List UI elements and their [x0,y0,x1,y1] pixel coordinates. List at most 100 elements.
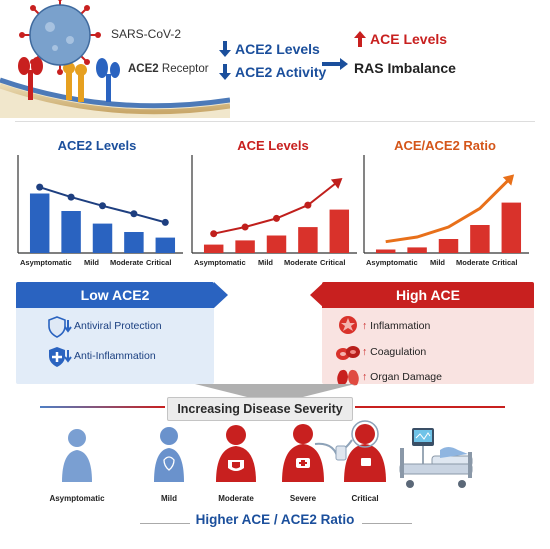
category-label: Mild [258,258,273,267]
coagulation-icon [336,346,360,360]
ras-imbalance-text: RAS Imbalance [354,60,456,76]
up-arrow-icon: ↑ [362,371,368,383]
receptor-name: ACE2 [128,63,159,75]
severity-gradient-bar [40,406,505,408]
patient-figures [62,420,473,488]
right-arrow-icon [322,58,348,70]
bar [29,193,50,253]
person-critical-icon [335,420,386,482]
down-arrow-icon [219,41,231,57]
cell-membrane-illustration [0,0,230,118]
bar [501,202,522,253]
high-header-arrow [310,282,324,308]
category-label: Moderate [284,258,318,267]
anti-inflammation-text: Anti-Inflammation [74,350,156,362]
up-arrow-icon: ↑ [362,346,368,358]
receptor-word: Receptor [161,63,209,75]
ace2-levels-text: ACE2 Levels [235,41,320,57]
up-arrow-icon [354,31,366,47]
severity-label-mild: Mild [161,494,177,503]
footer-line-right [362,523,412,524]
header-section: SARS-CoV-2 ACE2 Receptor ACE2 Levels ACE… [0,0,550,118]
bar [61,211,81,253]
up-arrow-icon: ↑ [362,320,368,332]
person-asymptomatic-icon [62,429,92,482]
trend-line [385,176,513,244]
severity-label-moderate: Moderate [218,494,254,503]
ace2-activity-text: ACE2 Activity [235,64,327,80]
trend-arrowhead [502,174,515,186]
category-label: Asymptomatic [20,258,72,267]
trend-point [161,218,169,226]
bar [155,237,176,253]
panel-title-ace: ACE Levels [237,138,309,153]
bar [92,223,113,253]
trend-arrowhead [330,178,343,189]
trend-point [241,223,249,231]
high-ace-header: High ACE [322,282,534,308]
virus-label: SARS-CoV-2 [111,27,182,41]
bar [235,240,255,253]
down-arrow-icon [219,64,231,80]
shield-down-icon [48,316,72,338]
trend-point [273,214,280,222]
trend-point [67,193,75,201]
category-label: Moderate [110,258,144,267]
category-label: Mild [84,258,99,267]
coagulation-text: ↑ Coagulation [362,346,426,358]
bar [298,227,318,253]
severity-label-asymptomatic: Asymptomatic [49,494,105,503]
bar [375,249,396,253]
footer-ratio-label: Higher ACE / ACE2 Ratio [195,512,355,527]
person-mild-icon [154,427,184,482]
organ-damage-icon [337,369,359,386]
low-header-arrow [214,282,228,308]
bar [329,209,350,253]
coagulation-label: Coagulation [370,346,427,358]
antiviral-protection-text: Antiviral Protection [74,320,162,332]
bar [438,239,459,253]
virus-icon [19,0,101,75]
trend-point [36,183,44,191]
hospital-bed-icon [399,428,473,488]
category-label: Mild [430,258,445,267]
category-label: Moderate [456,258,490,267]
trend-point [99,202,106,210]
panel-title-ace2: ACE2 Levels [57,138,137,153]
low-ace2-header: Low ACE2 [16,282,214,308]
trend-point [304,201,312,209]
category-label: Asymptomatic [366,258,418,267]
bar [407,247,427,253]
bar-charts [17,155,529,254]
bar [470,225,490,253]
category-label: Critical [320,258,346,267]
ace-levels-text: ACE Levels [370,31,448,47]
trend-point [130,210,138,218]
divider [15,121,535,122]
trend-line [213,179,340,235]
panel-title-ratio: ACE/ACE2 Ratio [394,138,496,153]
category-label: Asymptomatic [194,258,246,267]
organ-damage-label: Organ Damage [370,371,442,383]
organ-damage-text: ↑ Organ Damage [362,371,442,383]
inflammation-label: Inflammation [370,320,431,332]
category-label: Critical [146,258,172,267]
high-ace-title: High ACE [395,287,461,303]
footer-line-left [140,523,190,524]
shield-cross-icon [49,347,72,367]
inflammation-text: ↑ Inflammation [362,320,430,332]
severity-title: Increasing Disease Severity [177,402,343,416]
bar [124,232,144,253]
severity-label-critical: Critical [351,494,379,503]
person-severe-icon [282,424,339,482]
bar [266,235,287,253]
severity-label-severe: Severe [289,494,317,503]
low-ace2-title: Low ACE2 [80,287,150,303]
bar [203,244,224,253]
inflammation-icon [339,316,357,334]
severity-banner: Increasing Disease Severity [167,397,353,421]
person-moderate-icon [216,425,256,482]
category-label: Critical [492,258,518,267]
receptor-label: ACE2 Receptor [128,63,209,75]
trend-point [210,230,218,238]
